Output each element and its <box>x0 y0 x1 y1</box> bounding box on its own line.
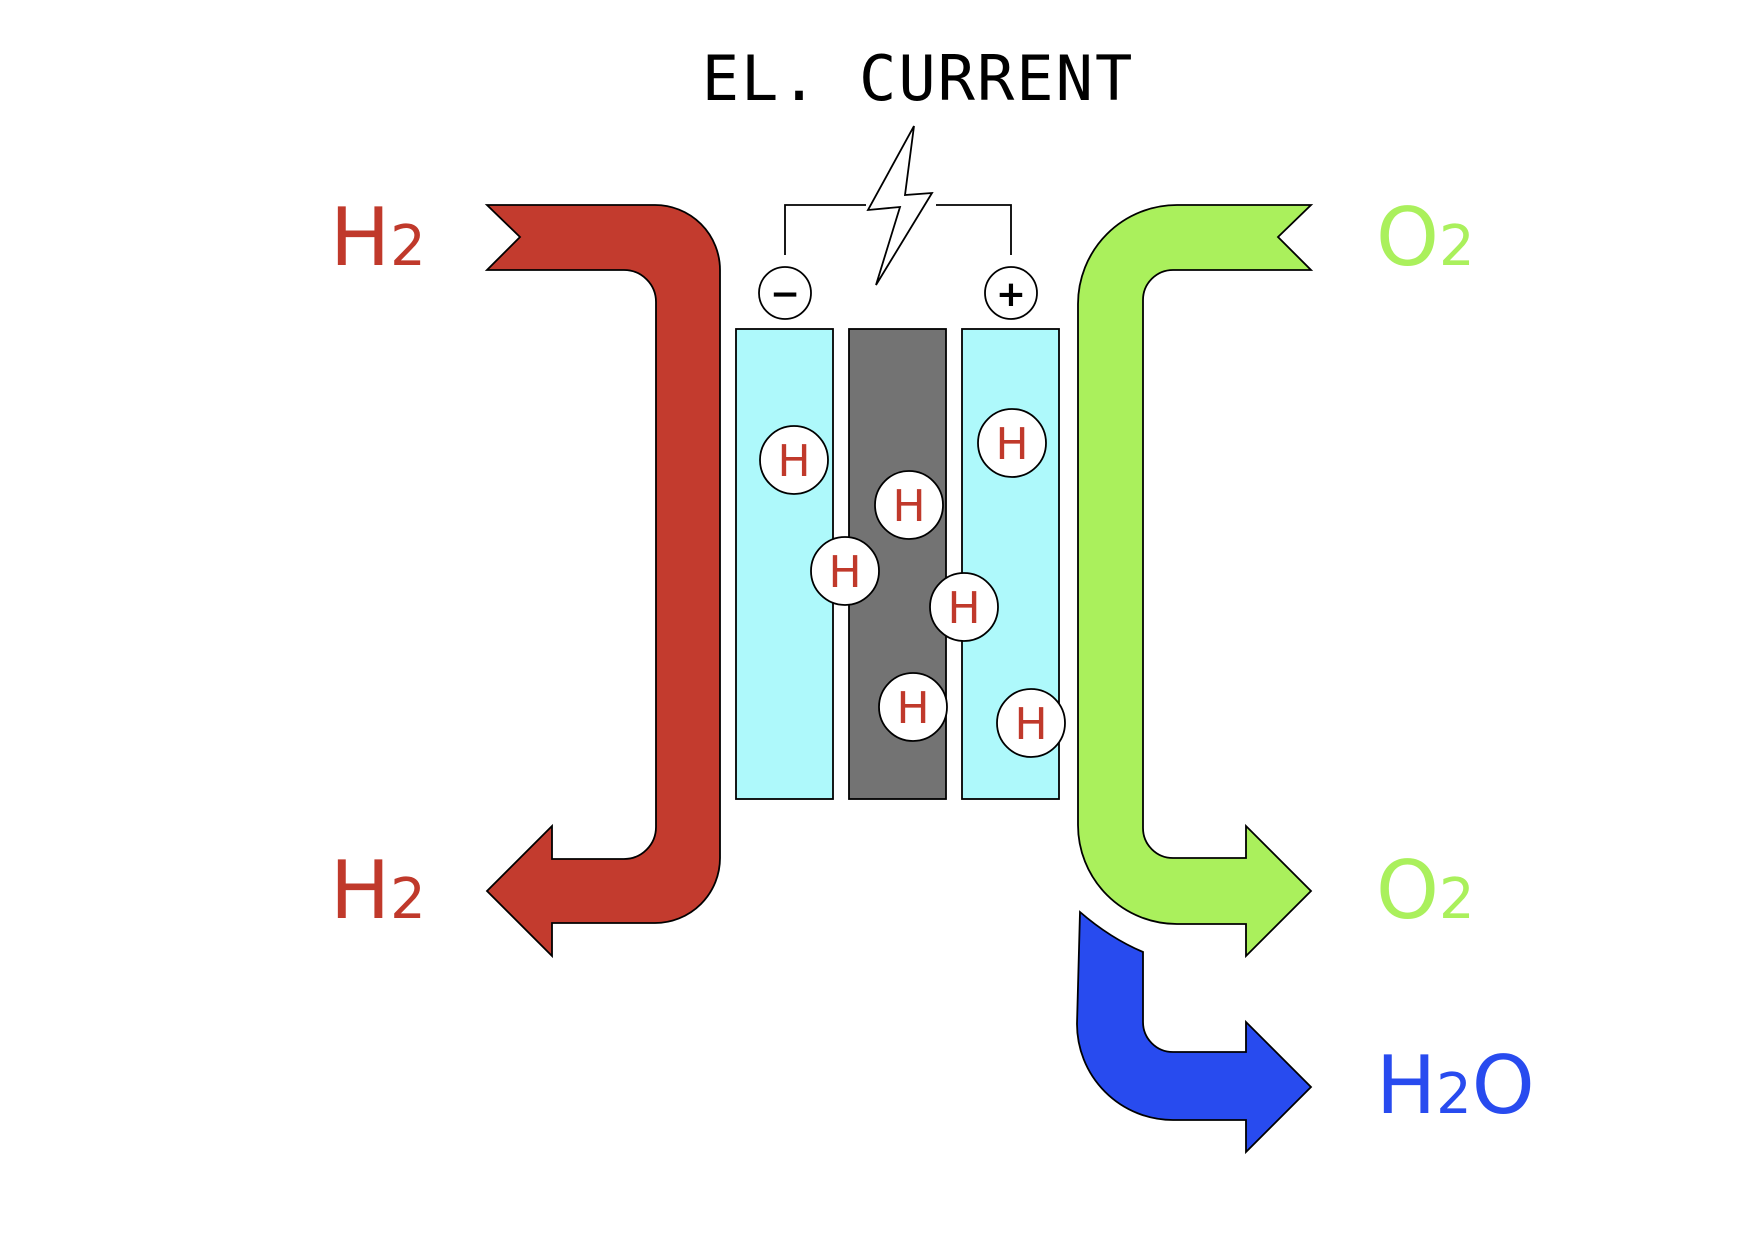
hydrogen-atom: H <box>810 536 880 606</box>
svg-text:H: H <box>828 547 861 598</box>
svg-text:H: H <box>1014 699 1047 750</box>
h2-output-label: H2 <box>330 844 426 937</box>
svg-text:H: H <box>995 419 1028 470</box>
svg-text:H: H <box>777 436 810 487</box>
hydrogen-atom: H <box>977 408 1047 478</box>
el-current-title: EL. CURRENT <box>702 42 1135 115</box>
hydrogen-atom: H <box>996 688 1066 758</box>
hydrogen-atom: H <box>878 672 948 742</box>
h2o-output-label: H2O <box>1376 1039 1535 1132</box>
hydrogen-atom: H <box>929 572 999 642</box>
hydrogen-flow-arrow <box>484 204 721 959</box>
plus-icon: + <box>996 274 1026 315</box>
svg-text:H: H <box>947 583 980 634</box>
hydrogen-atom: H <box>759 425 829 495</box>
negative-terminal: − <box>758 266 812 320</box>
minus-icon: − <box>770 274 800 315</box>
oxygen-flow-arrow <box>1077 204 1314 959</box>
positive-terminal: + <box>984 266 1038 320</box>
h2-input-label: H2 <box>330 191 426 284</box>
water-flow-arrow <box>1076 910 1313 1155</box>
svg-text:H: H <box>896 683 929 734</box>
hydrogen-atom: H <box>874 470 944 540</box>
o2-input-label: O2 <box>1376 191 1475 284</box>
lightning-bolt-icon <box>866 125 934 286</box>
svg-text:H: H <box>892 481 925 532</box>
wire-right <box>936 204 1012 255</box>
o2-output-label: O2 <box>1376 844 1475 937</box>
wire-left <box>784 204 866 255</box>
